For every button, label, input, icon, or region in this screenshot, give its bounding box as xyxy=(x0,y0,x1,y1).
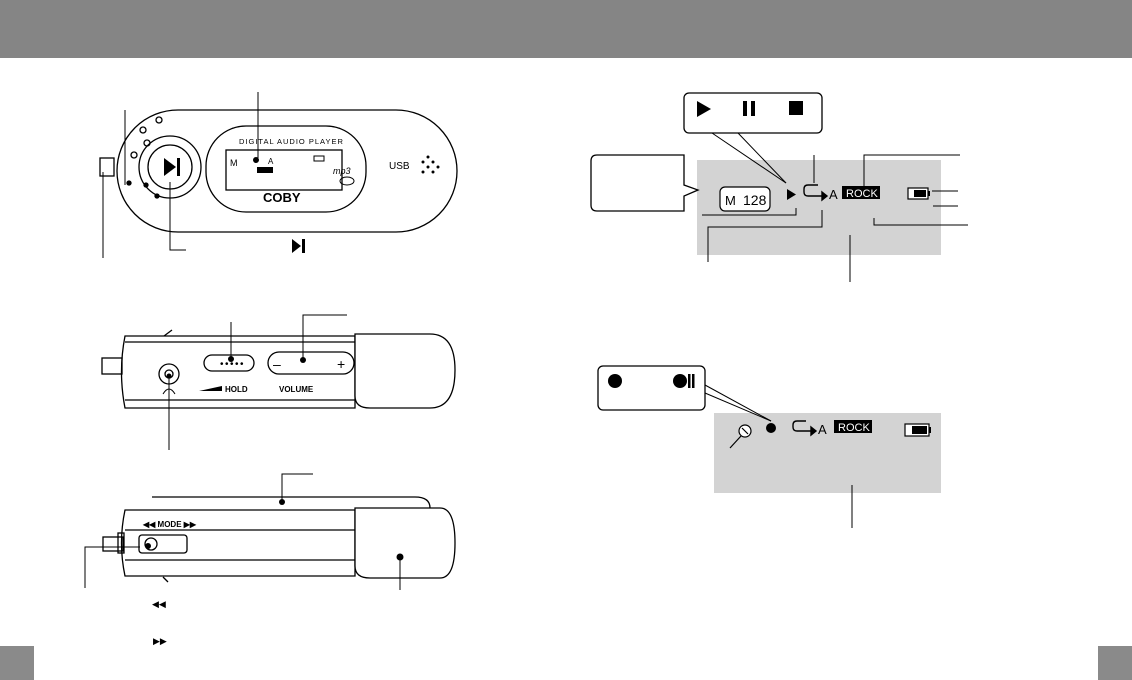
play-pointer-lines xyxy=(711,132,787,184)
front-view xyxy=(99,109,458,233)
stop-icon xyxy=(789,101,803,115)
record-pointer-lines xyxy=(704,384,772,422)
eq-badge-text: ROCK xyxy=(846,188,878,200)
battery-icon xyxy=(907,187,930,200)
repeat-a-label-record: A xyxy=(818,422,827,437)
bitrate-value: 128 xyxy=(743,192,767,208)
lanyard-loop xyxy=(99,157,115,177)
eq-badge xyxy=(842,186,880,199)
repeat-icon xyxy=(803,184,829,202)
coby-logo: COBY xyxy=(263,190,301,205)
clip-callout-dot xyxy=(396,553,404,561)
player-body-side xyxy=(120,335,356,409)
speaker-hole xyxy=(155,116,163,124)
side-callout-lines xyxy=(168,314,347,450)
play-pause-icon xyxy=(164,158,180,176)
speaker-hole xyxy=(143,139,151,147)
lcd-record-screen xyxy=(714,413,941,493)
hold-arrow-icon xyxy=(199,386,222,391)
usb-dots-icon xyxy=(421,155,440,174)
brand-text: DIGITAL AUDIO PLAYER xyxy=(239,137,344,146)
side-view xyxy=(101,329,456,409)
mode-callout-dot xyxy=(145,543,151,549)
clip-bottom xyxy=(354,507,456,579)
prev-symbol: ◀◀ xyxy=(152,599,166,609)
speaker-hole xyxy=(130,151,138,159)
play-icon xyxy=(697,101,711,117)
music-note-icon: M xyxy=(725,193,736,208)
record-pause-icon xyxy=(673,374,695,388)
record-status-icon xyxy=(766,423,776,433)
led-dot xyxy=(154,193,160,199)
record-icons-box xyxy=(597,365,706,411)
volume-minus: – xyxy=(273,356,281,372)
led-dot xyxy=(143,182,149,188)
bitrate-badge xyxy=(719,186,771,212)
speaker-hole xyxy=(139,126,147,134)
bottom-callout-lines xyxy=(84,473,401,590)
front-lcd xyxy=(225,149,343,191)
play-pause-label-icon xyxy=(292,239,305,253)
svg-text:A: A xyxy=(268,157,274,166)
hold-label: HOLD xyxy=(225,385,248,394)
repeat-a-label: A xyxy=(829,187,838,202)
volume-callout-dot xyxy=(300,357,306,363)
mp3-fm-logo: mp3 xyxy=(333,166,355,186)
play-display-callout-lines xyxy=(702,154,968,282)
volume-plus: + xyxy=(337,356,345,372)
clip-side xyxy=(354,333,456,409)
mini-lcd-content: M A xyxy=(230,155,325,173)
eq-badge-record-text: ROCK xyxy=(838,422,870,434)
svg-text:mp3: mp3 xyxy=(333,166,351,176)
front-callout-lines xyxy=(102,92,259,258)
page-tab-right xyxy=(1098,646,1132,680)
mode-switch[interactable] xyxy=(138,534,188,554)
lanyard-loop-bottom xyxy=(102,536,124,552)
record-dot-icon xyxy=(608,374,622,388)
hold-switch[interactable] xyxy=(203,354,255,372)
battery-icon-record xyxy=(904,423,931,437)
repeat-icon-record xyxy=(792,420,818,437)
microphone-icon xyxy=(729,424,752,449)
top-callout-dot xyxy=(279,499,285,505)
next-symbol: ▶▶ xyxy=(153,636,167,646)
eq-badge-record xyxy=(834,420,872,433)
hold-switch-dots: ••••• xyxy=(220,359,245,370)
jack-callout-dot xyxy=(166,373,172,379)
lanyard-loop-side xyxy=(101,357,123,375)
led-dot xyxy=(126,180,132,186)
page-header-bar xyxy=(0,0,1132,58)
bottom-view xyxy=(102,496,456,583)
pause-icon xyxy=(743,101,755,116)
volume-rocker[interactable] xyxy=(267,351,355,375)
bitrate-callout-box xyxy=(590,154,700,212)
usb-label: USB xyxy=(389,161,410,172)
mode-label: ◀◀ MODE ▶▶ xyxy=(142,520,197,529)
volume-label: VOLUME xyxy=(279,385,314,394)
front-bezel xyxy=(205,125,367,213)
hold-callout-dot xyxy=(228,356,234,362)
page-tab-left xyxy=(0,646,34,680)
svg-text:M: M xyxy=(230,158,238,168)
play-status-icon xyxy=(787,189,796,200)
playback-icons-box xyxy=(683,92,823,134)
